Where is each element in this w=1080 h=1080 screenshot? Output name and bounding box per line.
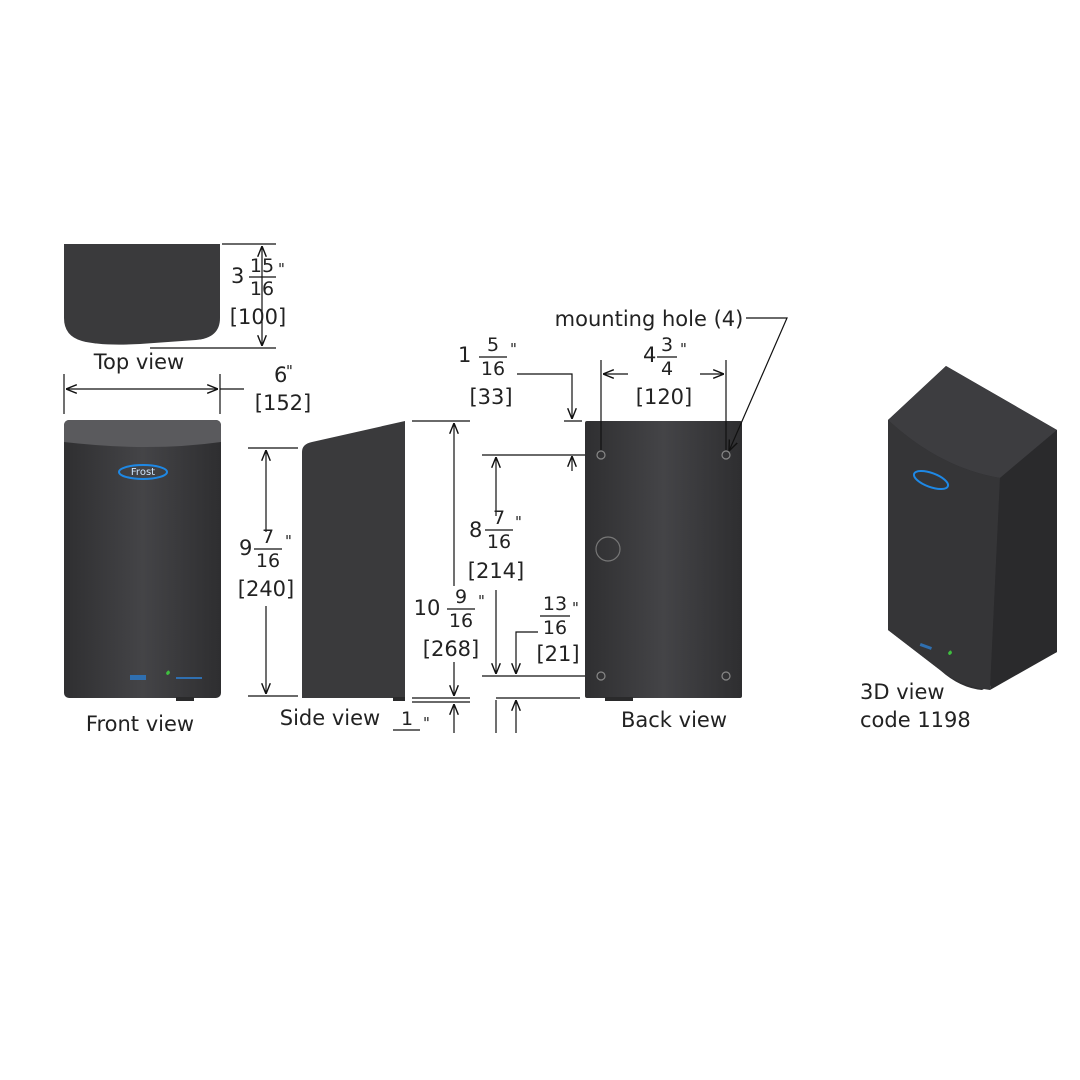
dim-hole-spacing-v-den: 16 [487, 531, 511, 553]
dim-base-gap-den: 16 [395, 731, 419, 753]
cable-entry-icon [595, 536, 621, 562]
leaf-icon [166, 670, 170, 675]
three-d-view-label: 3D view [860, 680, 945, 704]
dim-body-height-whole: 9 [239, 536, 252, 560]
frost-logo-text: Frost [131, 467, 155, 478]
front-view: Frost Front view [64, 420, 221, 736]
dim-top-offset: 1 5 16 " [33] [458, 334, 582, 471]
dim-hole-spacing-h-mm: [120] [636, 385, 692, 409]
dim-total-height-whole: 10 [414, 596, 441, 620]
dim-width-mm: [152] [255, 391, 311, 415]
dim-total-height-den: 16 [449, 610, 473, 632]
dim-total-height: 10 9 16 " [268] [412, 420, 485, 733]
frost-logo-icon [118, 464, 168, 480]
dim-total-height-mm: [268] [423, 637, 479, 661]
back-view: Back view [585, 421, 742, 732]
top-view: Top view [64, 243, 276, 374]
dim-total-height-num: 9 [455, 586, 467, 608]
dim-depth: 3 15 16 " [100] [230, 255, 286, 329]
dim-depth-mm: [100] [230, 305, 286, 329]
back-view-label: Back view [621, 708, 727, 732]
leaf-icon [948, 650, 952, 655]
top-view-label: Top view [93, 350, 184, 374]
dim-width-whole: 6 [274, 363, 287, 387]
dim-hole-spacing-v: 8 7 16 " [214] [468, 454, 600, 677]
side-view: Side view [280, 421, 405, 730]
dim-depth-num: 15 [250, 255, 274, 277]
dim-body-height-mm: [240] [238, 577, 294, 601]
dim-body-height: 9 7 16 " [240] [238, 447, 298, 697]
mounting-hole-icon [721, 450, 731, 460]
dim-hole-spacing-h-unit: " [680, 340, 687, 358]
dim-hole-spacing-h-num: 3 [661, 334, 673, 356]
dim-hole-spacing-v-unit: " [515, 513, 522, 531]
dim-top-offset-mm: [33] [469, 385, 512, 409]
dim-bottom-offset-den: 16 [543, 617, 567, 639]
three-d-view: 3D view code 1198 [860, 366, 1057, 732]
mounting-hole-icon [596, 450, 606, 460]
dim-bottom-offset-unit: " [572, 599, 579, 617]
dim-top-offset-unit: " [510, 340, 517, 358]
dim-width-unit: " [286, 362, 293, 380]
frost-logo-icon [912, 469, 950, 491]
dim-bottom-offset-num: 13 [543, 593, 567, 615]
dim-hole-spacing-h: 4 3 4 " [120] [600, 334, 727, 450]
dim-body-height-den: 16 [256, 550, 280, 572]
dim-depth-unit: " [278, 260, 285, 278]
dim-width: 6 " [152] [63, 362, 311, 415]
mounting-hole-label: mounting hole (4) [555, 307, 744, 331]
mounting-hole-icon [596, 671, 606, 681]
dim-bottom-offset-mm: [21] [536, 642, 579, 666]
product-code-label: code 1198 [860, 708, 971, 732]
dim-depth-den: 16 [250, 278, 274, 300]
mounting-hole-icon [721, 671, 731, 681]
front-view-label: Front view [86, 712, 194, 736]
dim-base-gap: 1 16 " [393, 708, 430, 753]
dim-hole-spacing-h-whole: 4 [643, 343, 656, 367]
dim-hole-spacing-v-num: 7 [493, 507, 505, 529]
side-view-label: Side view [280, 706, 380, 730]
dim-total-height-unit: " [478, 592, 485, 610]
dim-hole-spacing-h-den: 4 [661, 358, 673, 380]
dim-top-offset-num: 5 [487, 334, 499, 356]
mounting-hole-callout: mounting hole (4) [555, 307, 788, 451]
dim-hole-spacing-v-mm: [214] [468, 559, 524, 583]
dim-base-gap-unit: " [423, 714, 430, 732]
dim-bottom-offset: 13 16 " [21] [495, 593, 580, 733]
dim-top-offset-den: 16 [481, 358, 505, 380]
dim-body-height-unit: " [285, 532, 292, 550]
dim-body-height-num: 7 [262, 526, 274, 548]
dim-base-gap-num: 1 [401, 708, 413, 730]
dim-hole-spacing-v-whole: 8 [469, 518, 482, 542]
dim-top-offset-whole: 1 [458, 343, 471, 367]
dim-depth-whole: 3 [231, 264, 244, 288]
